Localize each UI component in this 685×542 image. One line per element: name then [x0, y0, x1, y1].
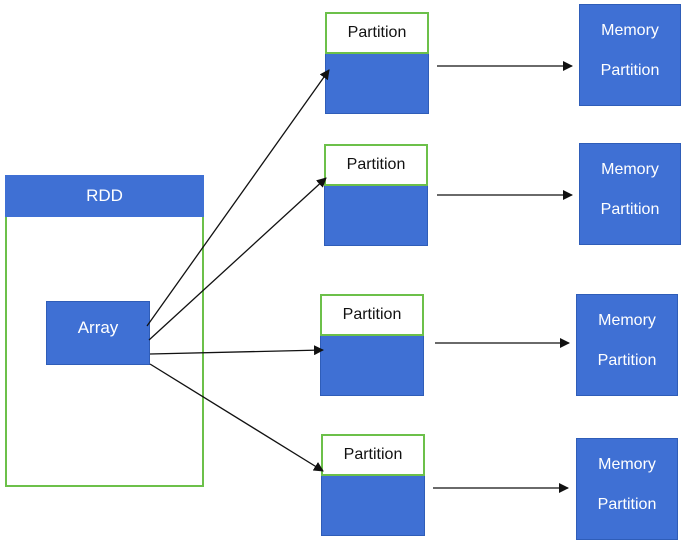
memory-line1-3: Memory — [598, 312, 656, 329]
memory-line1-2: Memory — [601, 161, 659, 178]
memory-line2-2: Partition — [600, 201, 660, 218]
memory-line2-1: Partition — [600, 62, 660, 79]
partition-node-2: Partition — [324, 144, 428, 246]
partition-body-1 — [325, 54, 429, 114]
partition-header-2: Partition — [324, 144, 428, 186]
memory-partition-4: Memory Partition — [576, 438, 678, 540]
partition-body-4 — [321, 476, 425, 536]
memory-partition-2: Memory Partition — [579, 143, 681, 245]
partition-header-1: Partition — [325, 12, 429, 54]
partition-body-2 — [324, 186, 428, 246]
partition-node-1: Partition — [325, 12, 429, 114]
partition-label-4: Partition — [343, 446, 403, 463]
partition-body-3 — [320, 336, 424, 396]
partition-node-3: Partition — [320, 294, 424, 396]
rdd-label: RDD — [86, 186, 123, 205]
array-label: Array — [77, 318, 119, 337]
array-node: Array — [46, 301, 150, 365]
memory-line2-3: Partition — [597, 352, 657, 369]
memory-line2-4: Partition — [597, 496, 657, 513]
memory-line1-4: Memory — [598, 456, 656, 473]
memory-partition-3: Memory Partition — [576, 294, 678, 396]
partition-node-4: Partition — [321, 434, 425, 536]
rdd-header: RDD — [5, 175, 204, 217]
partition-label-1: Partition — [347, 24, 407, 41]
memory-line1-1: Memory — [601, 22, 659, 39]
memory-partition-1: Memory Partition — [579, 4, 681, 106]
partition-header-3: Partition — [320, 294, 424, 336]
partition-label-2: Partition — [346, 156, 406, 173]
partition-header-4: Partition — [321, 434, 425, 476]
partition-label-3: Partition — [342, 306, 402, 323]
